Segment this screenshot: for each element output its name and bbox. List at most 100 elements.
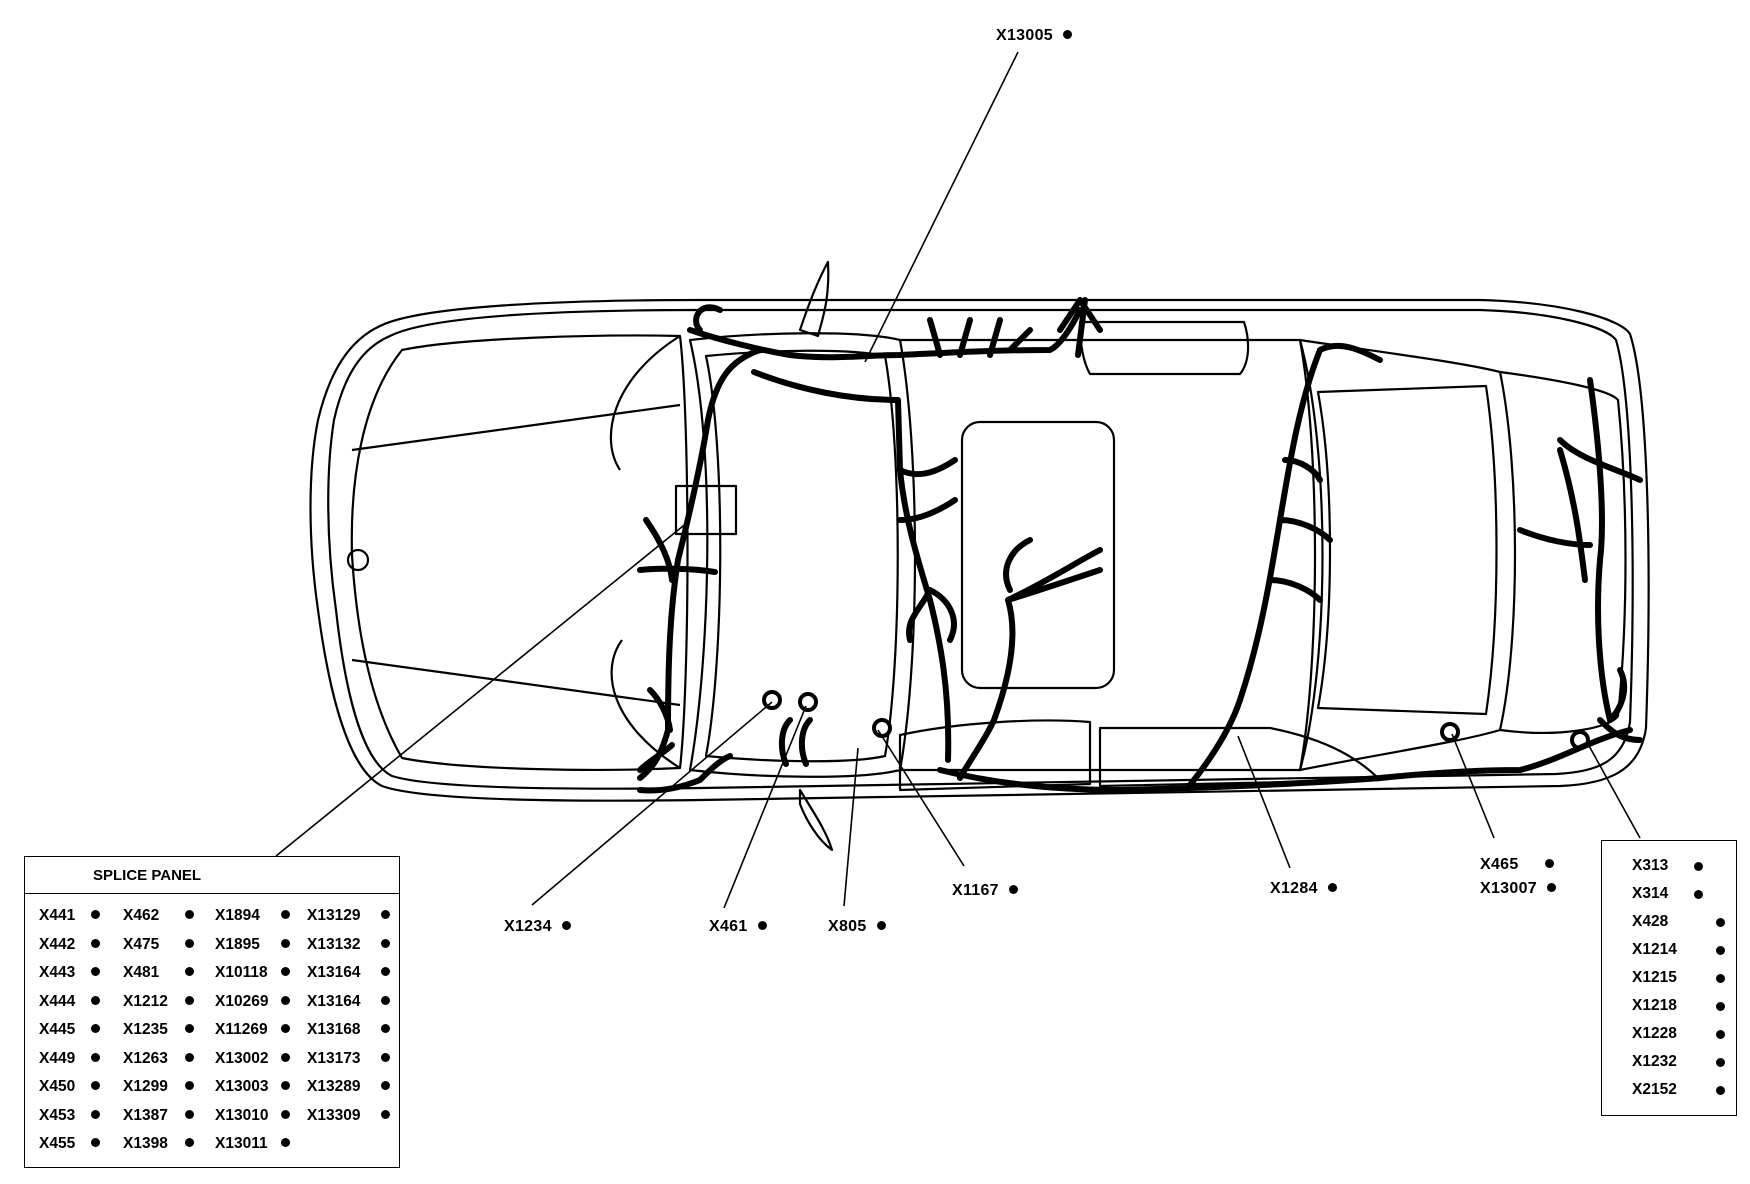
connector-dot-icon: [281, 1081, 290, 1090]
splice-list-item: X13164: [307, 993, 390, 1022]
connector-dot-icon: [91, 938, 100, 948]
connector-dot-icon: [91, 1081, 100, 1090]
connector-dot-icon: [381, 967, 390, 976]
callout-x13007: X13007: [1480, 880, 1556, 898]
connector-dot-icon: [1716, 1086, 1725, 1095]
connector-dot-icon: [91, 1024, 100, 1033]
splice-connector-label: X1235: [123, 1021, 168, 1038]
splice-list-item: X1895: [215, 936, 290, 965]
connector-dot-icon: [185, 967, 194, 976]
splice-connector-label: X481: [123, 964, 160, 981]
connector-dot-icon: [91, 910, 100, 919]
connector-dot-icon: [1008, 885, 1018, 894]
connector-dot-icon: [185, 1081, 194, 1090]
callout-x1284: X1284: [1270, 880, 1337, 898]
connector-dot-icon: [185, 1052, 194, 1062]
splice-list-item: X1299: [123, 1078, 194, 1107]
connector-dot-icon: [281, 910, 290, 919]
connector-list-item: X2152: [1632, 1081, 1725, 1099]
connector-dot-icon: [1716, 1030, 1725, 1039]
callout-x805: X805: [828, 918, 886, 936]
splice-connector-label: X13010: [215, 1106, 269, 1124]
connector-list-item: X1214: [1632, 941, 1725, 959]
splice-connector-label: X1894: [215, 907, 260, 924]
splice-list-item: X450: [39, 1078, 100, 1107]
connector-dot-icon: [1546, 883, 1556, 892]
connector-dot-icon: [281, 938, 290, 948]
splice-list-item: X481: [123, 964, 194, 993]
splice-connector-label: X1299: [123, 1078, 168, 1095]
callout-x1167-label: X1167: [952, 882, 999, 899]
splice-connector-label: X445: [39, 1021, 76, 1038]
wiring-harness: [637, 297, 1643, 794]
connector-dot-icon: [381, 938, 390, 948]
connector-label: X314: [1632, 885, 1669, 902]
connector-dot-icon: [757, 921, 767, 930]
splice-connector-label: X455: [39, 1135, 76, 1152]
connector-dot-icon: [1327, 883, 1337, 892]
splice-list-item: X475: [123, 936, 194, 965]
connector-dot-icon: [381, 995, 390, 1005]
splice-panel-header: SPLICE PANEL: [25, 857, 399, 894]
connector-label: X1218: [1632, 997, 1677, 1014]
splice-connector-label: X11269: [215, 1021, 268, 1038]
splice-list-item: X443: [39, 964, 100, 993]
connector-dot-icon: [1716, 946, 1725, 955]
splice-connector-label: X1387: [123, 1106, 168, 1124]
splice-connector-label: X13164: [307, 992, 361, 1010]
connector-dot-icon: [381, 1081, 390, 1090]
connector-dot-icon: [185, 1109, 194, 1119]
splice-list-item: X13129: [307, 907, 390, 936]
callout-x805-label: X805: [828, 918, 867, 935]
callout-x13007-label: X13007: [1480, 880, 1537, 897]
splice-connector-label: X1263: [123, 1049, 168, 1067]
splice-list-item: X13010: [215, 1107, 290, 1136]
splice-connector-label: X13003: [215, 1078, 269, 1095]
connector-label: X1228: [1632, 1025, 1677, 1042]
splice-list-item: X13168: [307, 1021, 390, 1050]
splice-connector-label: X13168: [307, 1021, 361, 1038]
connector-label: X1214: [1632, 941, 1677, 958]
connector-dot-icon: [185, 910, 194, 919]
connector-dot-icon: [185, 938, 194, 948]
splice-list-item: X449: [39, 1050, 100, 1079]
splice-connector-label: X10118: [215, 964, 268, 981]
splice-connector-label: X453: [39, 1106, 76, 1124]
connector-dot-icon: [281, 1138, 290, 1147]
connector-dot-icon: [91, 967, 100, 976]
connector-dot-icon: [91, 1109, 100, 1119]
connector-label: X1232: [1632, 1053, 1677, 1070]
connector-dot-icon: [185, 1138, 194, 1147]
splice-list-item: X1263: [123, 1050, 194, 1079]
connector-dot-icon: [1544, 859, 1554, 868]
connector-dot-icon: [1716, 974, 1725, 983]
splice-connector-label: X13011: [215, 1135, 268, 1152]
callout-x13005-label: X13005: [996, 27, 1053, 44]
splice-list-item: X13011: [215, 1135, 290, 1164]
connector-list-item: X313: [1632, 857, 1703, 875]
connector-dot-icon: [281, 995, 290, 1005]
callout-x461: X461: [709, 918, 767, 936]
splice-list-item: X13132: [307, 936, 390, 965]
splice-connector-label: X450: [39, 1078, 76, 1095]
connector-dot-icon: [876, 921, 886, 930]
connector-dot-icon: [561, 921, 571, 930]
splice-connector-label: X13132: [307, 935, 361, 953]
splice-list-item: X462: [123, 907, 194, 936]
callout-x461-label: X461: [709, 918, 748, 935]
connector-dot-icon: [1694, 890, 1703, 899]
connector-dot-icon: [91, 1052, 100, 1062]
connector-label: X2152: [1632, 1081, 1677, 1098]
splice-list-item: X13173: [307, 1050, 390, 1079]
connector-list-item: X1218: [1632, 997, 1725, 1015]
callout-x13005: X13005: [996, 27, 1072, 45]
callout-x1234: X1234: [504, 918, 571, 936]
connector-dot-icon: [381, 1052, 390, 1062]
splice-connector-label: X13164: [307, 964, 361, 981]
splice-list-item: X13164: [307, 964, 390, 993]
connector-dot-icon: [1716, 1002, 1725, 1011]
callout-x1234-label: X1234: [504, 918, 552, 935]
splice-connector-label: X1895: [215, 935, 260, 953]
